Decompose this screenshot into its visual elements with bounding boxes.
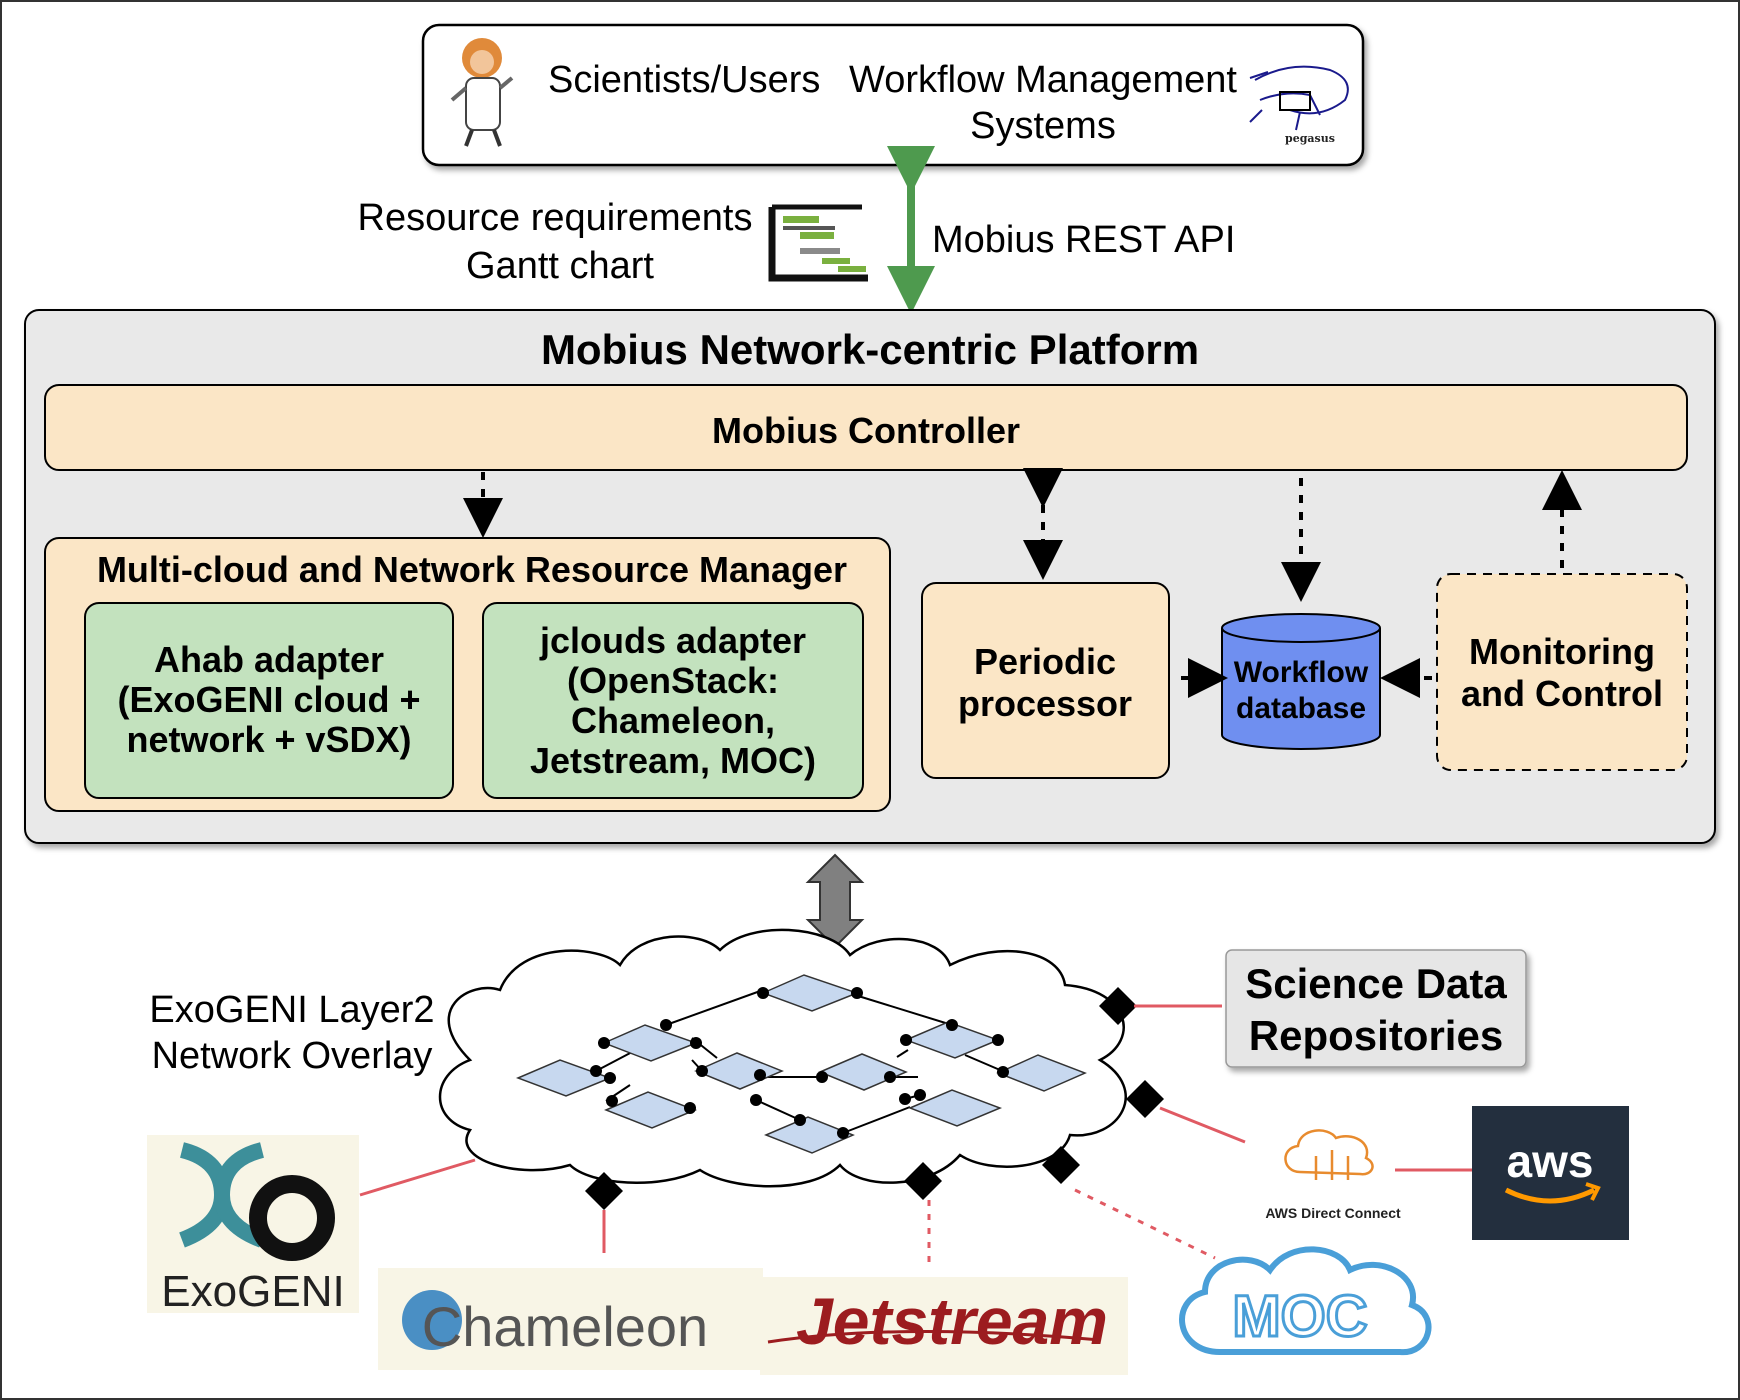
wms-label-line2: Systems — [970, 105, 1116, 147]
chameleon-logo-text: Chameleon — [422, 1295, 708, 1358]
aws-logo-bg — [1472, 1106, 1629, 1240]
exogeni-logo-icon — [178, 1142, 335, 1261]
science-repo-box — [1225, 949, 1527, 1068]
ahab-line3: network + vSDX) — [126, 719, 411, 760]
exogeni-logo-text: ExoGENI — [161, 1267, 344, 1316]
jetstream-logo-text: Jetstream — [796, 1284, 1108, 1358]
network-links — [595, 989, 1001, 1134]
jclouds-line1: jclouds adapter — [539, 620, 806, 661]
port-aws — [1126, 1080, 1164, 1118]
resource-manager-title: Multi-cloud and Network Resource Manager — [97, 549, 847, 590]
net-node-10 — [764, 1116, 855, 1154]
platform-title: Mobius Network-centric Platform — [541, 326, 1199, 373]
users-label: Scientists/Users — [548, 59, 820, 101]
net-node-7 — [996, 1054, 1087, 1092]
science-repo-line1: Science Data — [1245, 960, 1507, 1007]
external-links — [359, 1004, 1475, 1270]
users-wms-box: Scientists/Users Workflow Management Sys… — [421, 23, 1365, 167]
port-science — [1099, 987, 1137, 1025]
rest-api-label: Mobius REST API — [932, 219, 1235, 261]
moc-cloud-icon — [1179, 1246, 1432, 1356]
aws-direct-connect-icon — [1284, 1129, 1374, 1180]
jclouds-adapter-box — [482, 602, 864, 799]
pegasus-logo-icon — [1249, 65, 1349, 131]
jclouds-line4: Jetstream, MOC) — [530, 740, 816, 781]
overlay-label-line1: ExoGENI Layer2 — [149, 989, 434, 1031]
monitoring-line1: Monitoring — [1469, 631, 1655, 672]
controller-label: Mobius Controller — [712, 410, 1020, 451]
periodic-line1: Periodic — [974, 641, 1116, 682]
network-ports — [590, 987, 1009, 1139]
port-moc — [1042, 1146, 1080, 1184]
network-nodes — [515, 974, 1087, 1154]
workflow-database-icon — [1221, 613, 1381, 750]
port-jetstream — [904, 1162, 942, 1200]
jclouds-line2: (OpenStack: — [567, 660, 779, 701]
edge-ports — [585, 987, 1164, 1210]
workflow-db-line2: database — [1236, 692, 1366, 725]
periodic-line2: processor — [958, 683, 1132, 724]
net-node-9 — [908, 1089, 1003, 1127]
science-repo-line2: Repositories — [1249, 1012, 1503, 1059]
pegasus-logo-text: pegasus — [1285, 132, 1335, 145]
workflow-db-line1: Workflow — [1234, 656, 1369, 689]
requirements-label-line1: Resource requirements — [358, 197, 753, 239]
chameleon-logo-icon — [402, 1290, 462, 1350]
periodic-processor-box — [921, 582, 1170, 779]
net-node-6 — [818, 1053, 908, 1091]
moc-logo-text: MOC — [1232, 1284, 1367, 1349]
aws-smile-icon — [1504, 1187, 1596, 1204]
network-cloud — [438, 928, 1127, 1188]
wms-label-line1: Workflow Management — [849, 59, 1237, 101]
ahab-adapter-box — [84, 602, 454, 799]
aws-direct-connect-label: AWS Direct Connect — [1265, 1205, 1401, 1221]
jclouds-line3: Chameleon, — [571, 700, 775, 741]
port-chameleon — [585, 1172, 623, 1210]
monitoring-line2: and Control — [1461, 673, 1663, 714]
ahab-line2: (ExoGENI cloud + — [117, 679, 420, 720]
jetstream-logo-bg — [760, 1277, 1128, 1375]
monitoring-box — [1436, 573, 1688, 771]
gantt-chart-icon — [768, 204, 868, 282]
ahab-line1: Ahab adapter — [154, 639, 384, 680]
aws-logo-text: aws — [1507, 1135, 1594, 1187]
requirements-label-line2: Gantt chart — [466, 245, 654, 287]
controller-box — [44, 384, 1688, 471]
jetstream-swoosh-icon — [767, 1329, 1101, 1344]
scientist-icon — [450, 38, 514, 147]
overlay-label-line2: Network Overlay — [152, 1035, 433, 1077]
